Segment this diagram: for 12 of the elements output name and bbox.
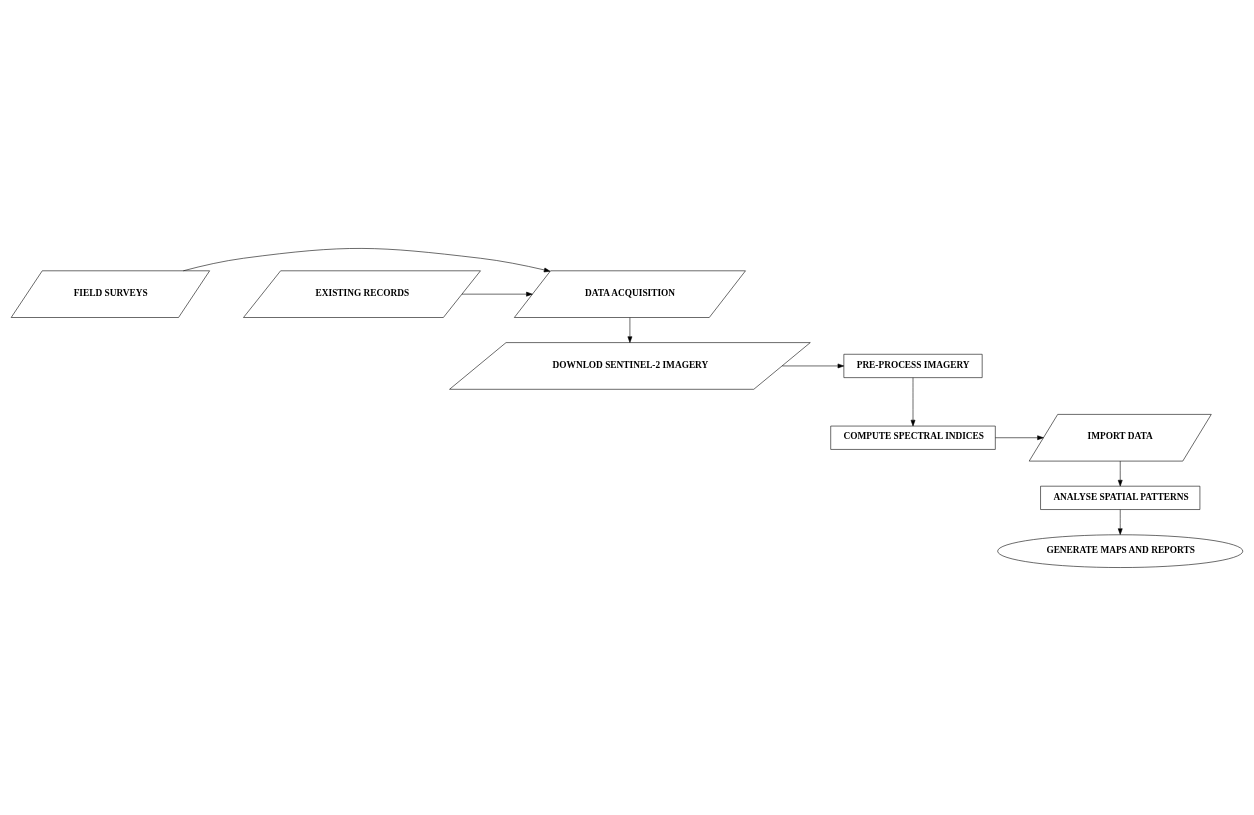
node-box: COMPUTE SPECTRAL INDICES (830, 425, 996, 450)
arrow (781, 363, 845, 368)
node-box: PRE-PROCESS IMAGERY (843, 353, 983, 378)
node-box: ANALYSE SPATIAL PATTERNS (1040, 485, 1201, 510)
arrow (461, 291, 533, 296)
node-ellipse: GENERATE MAPS AND REPORTS (997, 534, 1244, 568)
arrow (1117, 508, 1123, 535)
arrow (627, 316, 633, 343)
arrow (995, 434, 1044, 440)
arrow (183, 247, 551, 272)
arrow (910, 376, 916, 426)
arrow (1117, 460, 1123, 486)
